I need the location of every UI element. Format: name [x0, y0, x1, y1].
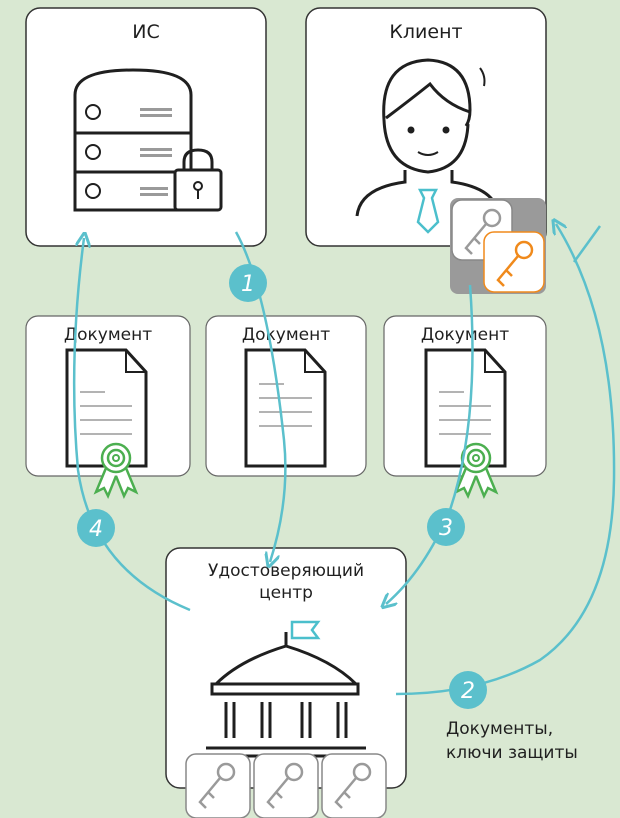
step-badge-2: 2 — [449, 671, 487, 709]
key-icon — [266, 762, 304, 809]
step-badge-3: 3 — [427, 508, 465, 546]
client-box: Клиент — [305, 7, 547, 247]
is-title: ИС — [132, 21, 159, 43]
key-icon-orange — [496, 240, 534, 287]
document-icon — [244, 348, 327, 468]
document-left-title: Документ — [64, 325, 152, 345]
step-badge-1: 1 — [229, 264, 267, 302]
key-icon — [334, 762, 372, 809]
tie-icon — [416, 188, 440, 234]
key-icon-gray — [464, 208, 502, 255]
is-box: ИС — [25, 7, 267, 247]
document-box-right: Документ — [383, 315, 547, 500]
arrow-step-4 — [72, 238, 191, 612]
step-badge-4: 4 — [77, 509, 115, 547]
step-1-label: 1 — [241, 272, 255, 297]
document-icon — [65, 348, 148, 468]
document-box-left: Документ — [25, 315, 191, 500]
ca-title-line2: центр — [259, 583, 313, 603]
document-box-middle: Документ — [205, 315, 367, 477]
key-icon — [198, 762, 236, 809]
document-right-title: Документ — [421, 325, 509, 345]
document-icon — [424, 348, 507, 468]
step-4-label: 4 — [89, 517, 103, 542]
ca-box: Удостоверяющий центр — [165, 547, 407, 818]
document-middle-title: Документ — [242, 325, 330, 345]
seal-icon — [93, 442, 139, 500]
seal-icon — [453, 442, 499, 500]
client-title: Клиент — [389, 21, 462, 43]
ca-keys — [185, 753, 387, 818]
client-keys — [450, 198, 546, 294]
step-2-label: 2 — [461, 679, 475, 704]
note-line1: Документы, — [446, 719, 553, 739]
server-icon — [73, 68, 193, 212]
lock-icon — [173, 148, 223, 212]
step-3-label: 3 — [439, 516, 453, 541]
arrow-step-3 — [386, 284, 474, 604]
ca-title-line1: Удостоверяющий — [208, 561, 364, 581]
note-line2: ключи защиты — [446, 743, 578, 763]
